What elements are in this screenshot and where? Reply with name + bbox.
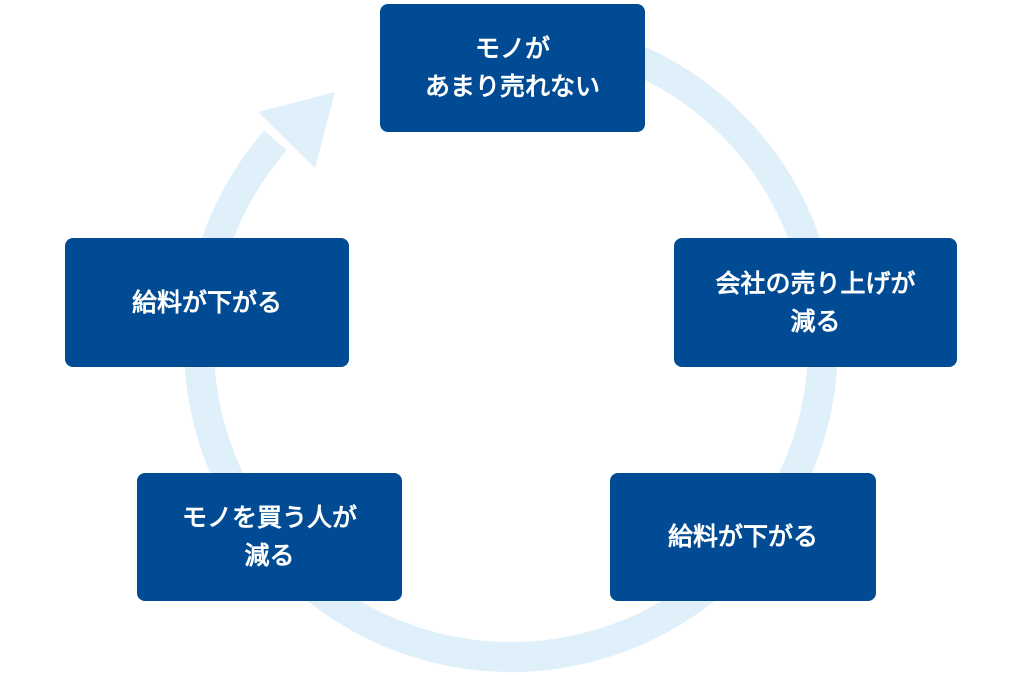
cycle-arrowhead-icon — [258, 92, 335, 168]
step-2-line-2: 減る — [790, 306, 841, 336]
cycle-step-5: 給料が下がる — [65, 238, 349, 367]
cycle-step-2: 会社の売り上げが 減る — [674, 238, 957, 367]
step-1-line-2: あまり売れない — [424, 72, 600, 101]
cycle-step-3: 給料が下がる — [610, 473, 876, 601]
step-1-line-1: モノが — [474, 34, 550, 63]
step-4-line-1: モノを買う人が — [181, 503, 357, 532]
step-2-line-1: 会社の売り上げが — [715, 268, 916, 298]
cycle-step-4: モノを買う人が 減る — [137, 473, 402, 601]
step-3-line-1: 給料が下がる — [667, 522, 818, 551]
step-5-line-1: 給料が下がる — [131, 287, 282, 317]
cycle-arc — [183, 37, 838, 672]
cycle-step-1: モノが あまり売れない — [380, 4, 645, 132]
step-4-line-2: 減る — [244, 541, 295, 570]
